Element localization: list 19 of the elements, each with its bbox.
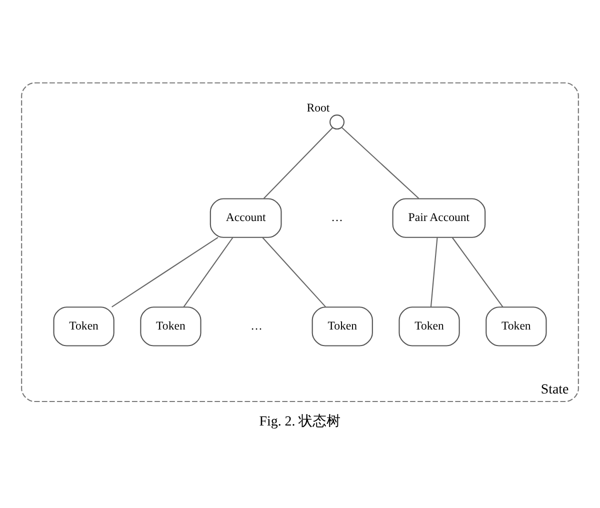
node-box: Account (210, 198, 282, 238)
label: … (250, 318, 262, 332)
node-label: Root (306, 100, 330, 115)
node-circle (330, 114, 345, 130)
node-box: Token (140, 306, 202, 346)
connector (262, 237, 326, 308)
node-box: Token (312, 306, 373, 346)
node-box: Pair Account (392, 198, 486, 238)
label: … (331, 210, 343, 224)
connector (430, 238, 438, 308)
connector (112, 236, 218, 308)
connector (452, 237, 504, 308)
node-box: Token (486, 306, 547, 346)
connector (263, 127, 333, 199)
caption: Fig. 2. 状态树 (259, 414, 341, 430)
connector (183, 237, 234, 308)
connector (341, 127, 420, 199)
node-box: Token (53, 306, 114, 346)
node-box: Token (398, 306, 460, 346)
